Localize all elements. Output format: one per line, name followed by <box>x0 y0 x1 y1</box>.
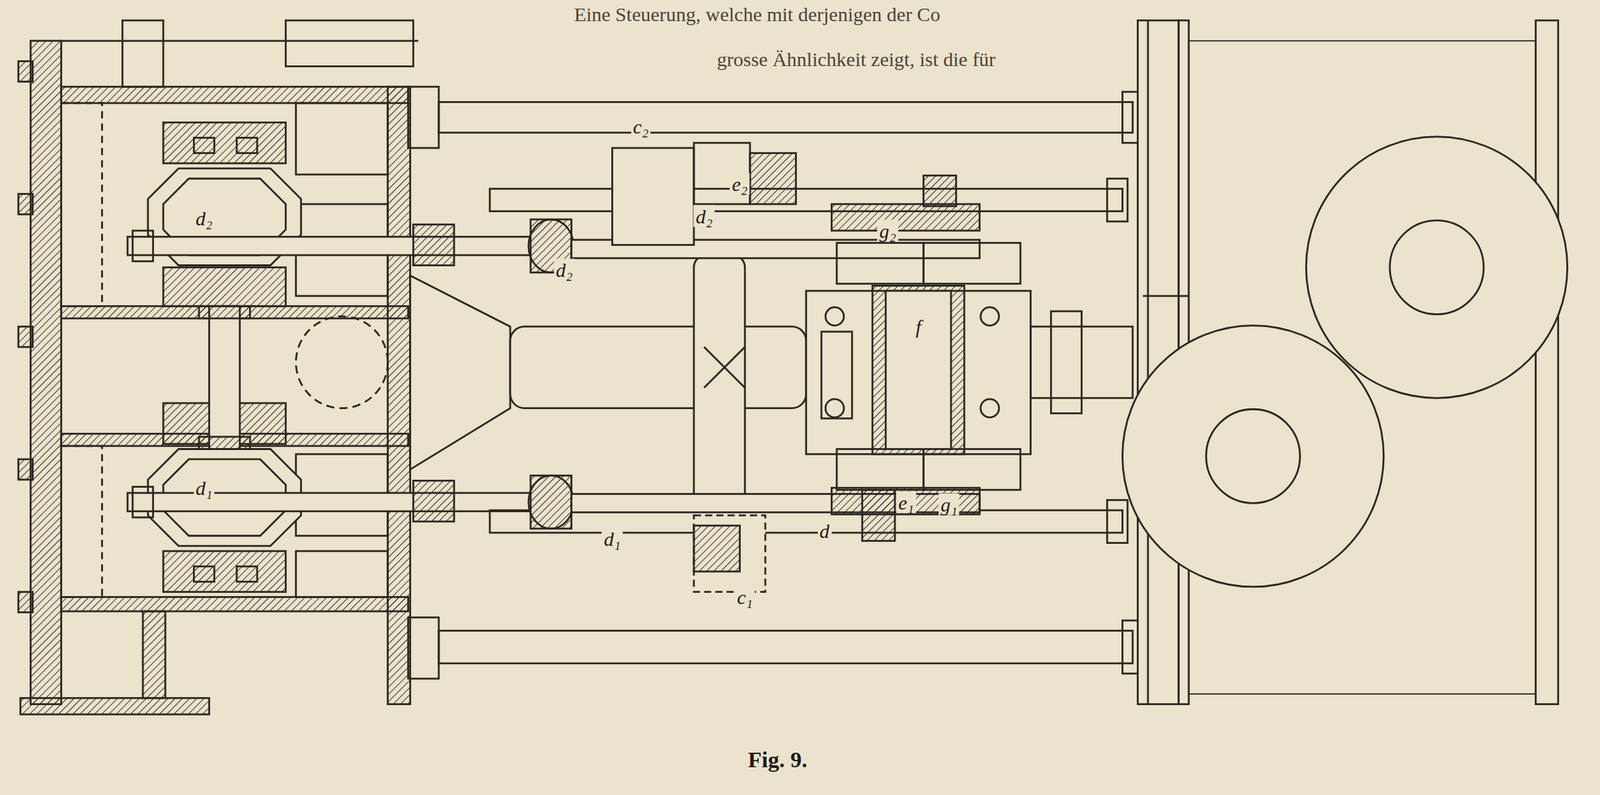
part-label: c₂ <box>631 115 651 138</box>
part-label: d₂ <box>193 207 215 230</box>
part-label: d₁ <box>602 528 623 550</box>
part-label: d₁ <box>193 477 215 499</box>
part-label: d₂ <box>693 205 715 228</box>
page-text: Eine Steuerung, welche mit derjenigen de… <box>571 3 944 26</box>
page-text: grosse Ähnlichkeit zeigt, ist die für <box>714 48 999 71</box>
figure-caption: Fig. 9. <box>748 747 808 773</box>
part-label: f <box>913 315 923 338</box>
part-label: g₁ <box>938 493 959 515</box>
part-label: g₂ <box>877 220 899 242</box>
part-label: c₁ <box>734 586 755 609</box>
part-label: d <box>817 520 832 542</box>
part-label: e₁ <box>896 491 916 513</box>
part-label: d₂ <box>553 258 575 281</box>
part-label: e₂ <box>730 172 751 195</box>
